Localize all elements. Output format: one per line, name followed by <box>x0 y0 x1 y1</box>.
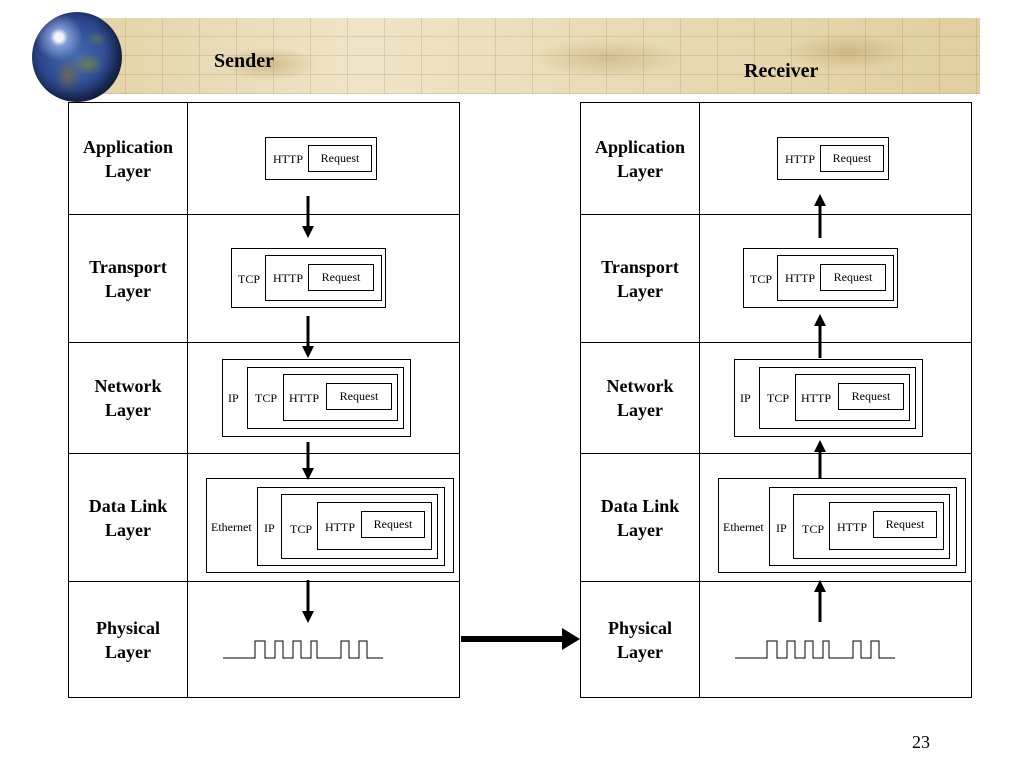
tcp-frame: HTTP Request TCP <box>743 248 898 308</box>
tcp-frame: TCP HTTP Request <box>759 367 916 429</box>
tcp-label: TCP <box>238 272 261 286</box>
tcp-frame: TCP HTTP Request <box>793 494 950 559</box>
http-label: HTTP <box>325 520 355 534</box>
http-frame: HTTP Request <box>265 137 377 180</box>
request-box: Request <box>326 383 392 410</box>
ip-frame: IP TCP HTTP Request <box>257 487 445 566</box>
http-label: HTTP <box>273 152 303 166</box>
request-box: Request <box>820 145 884 172</box>
http-label: HTTP <box>785 271 815 285</box>
tcp-label: TCP <box>750 272 773 286</box>
http-frame: HTTP Request <box>317 502 432 550</box>
ip-label: IP <box>264 521 275 535</box>
http-frame: HTTP Request <box>829 502 944 550</box>
transmission-arrow <box>461 628 580 650</box>
ethernet-label: Ethernet <box>211 520 252 534</box>
request-box: Request <box>308 145 372 172</box>
ip-frame: IP TCP HTTP Request <box>769 487 957 566</box>
http-label: HTTP <box>801 391 831 405</box>
receiver-title: Receiver <box>744 60 819 82</box>
tcp-label: TCP <box>802 522 825 536</box>
tcp-frame: TCP HTTP Request <box>247 367 404 429</box>
ip-frame: IP TCP HTTP Request <box>734 359 923 437</box>
page-number: 23 <box>912 732 930 752</box>
http-label: HTTP <box>837 520 867 534</box>
ethernet-frame: Ethernet IP TCP HTTP Request <box>718 478 966 573</box>
ip-label: IP <box>228 391 239 405</box>
http-label: HTTP <box>273 271 303 285</box>
http-label: HTTP <box>289 391 319 405</box>
http-frame: HTTP Request <box>777 137 889 180</box>
request-box: Request <box>838 383 904 410</box>
http-label: HTTP <box>785 152 815 166</box>
tcp-frame: HTTP Request TCP <box>231 248 386 308</box>
request-box: Request <box>820 264 886 291</box>
signal-waveform <box>735 640 895 659</box>
ethernet-label: Ethernet <box>723 520 764 534</box>
ip-label: IP <box>776 521 787 535</box>
ip-frame: IP TCP HTTP Request <box>222 359 411 437</box>
sender-title: Sender <box>214 50 274 72</box>
request-box: Request <box>308 264 374 291</box>
title-banner <box>88 18 980 94</box>
http-frame: HTTP Request <box>283 374 398 421</box>
tcp-label: TCP <box>767 391 790 405</box>
right-arrowhead-icon <box>562 628 580 650</box>
tcp-label: TCP <box>255 391 278 405</box>
ethernet-frame: Ethernet IP TCP HTTP Request <box>206 478 454 573</box>
tcp-frame: TCP HTTP Request <box>281 494 438 559</box>
http-frame: HTTP Request <box>265 255 382 301</box>
tcp-label: TCP <box>290 522 313 536</box>
signal-waveform <box>223 640 383 659</box>
globe-logo <box>32 12 122 102</box>
request-box: Request <box>361 511 425 538</box>
http-frame: HTTP Request <box>777 255 894 301</box>
request-box: Request <box>873 511 937 538</box>
http-frame: HTTP Request <box>795 374 910 421</box>
ip-label: IP <box>740 391 751 405</box>
